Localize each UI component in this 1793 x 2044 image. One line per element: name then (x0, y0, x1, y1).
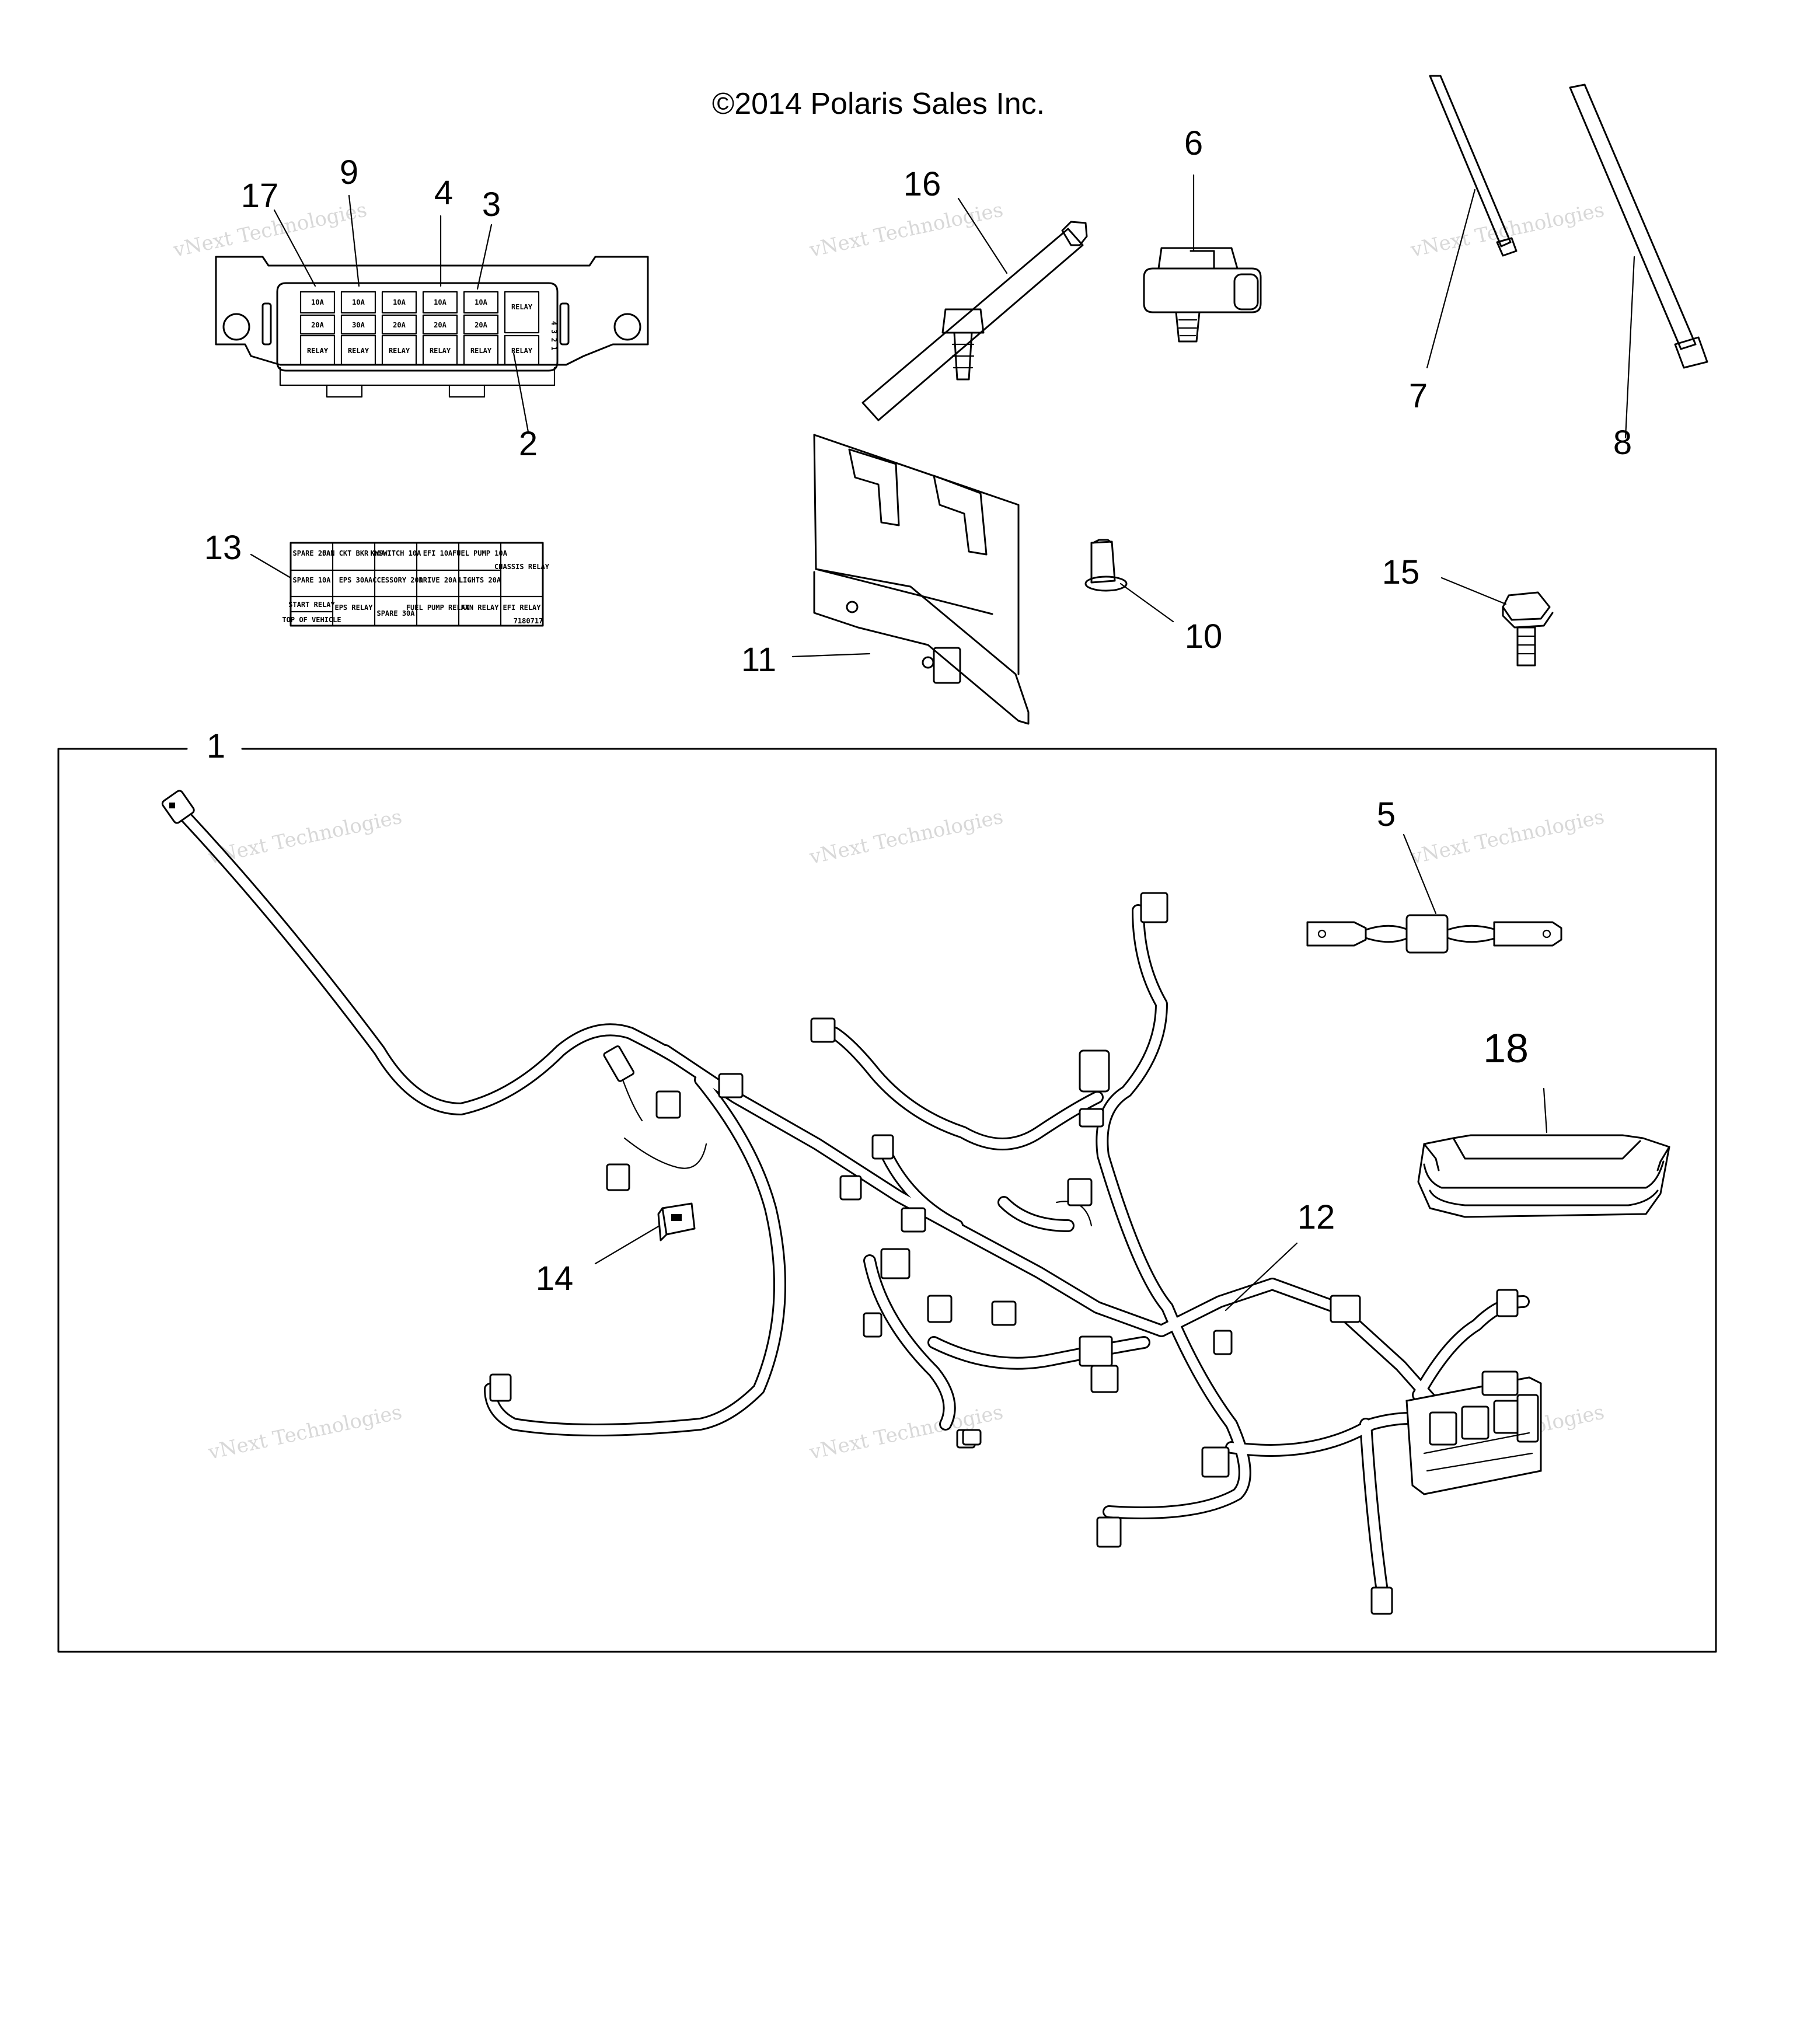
copyright-text: ©2014 Polaris Sales Inc. (712, 87, 1045, 121)
relay-label: RELAY (307, 347, 329, 355)
harness-kit-frame: 1 (57, 727, 1717, 1653)
relay-label: RELAY (348, 347, 369, 355)
bracket-part-11: 11 (741, 434, 1030, 725)
callout-16: 16 (904, 165, 941, 203)
fuse-label: 10A (352, 298, 365, 306)
decal-cell: CHASSIS RELAY (494, 563, 550, 571)
fuse-label: 10A (311, 298, 324, 306)
main-wire-harness: 12 (161, 790, 1542, 1615)
callout-10: 10 (1185, 618, 1223, 655)
decal-cell: FAN CKT BKR 20A (322, 549, 386, 557)
bolt-part-15: 15 (1382, 553, 1554, 667)
harness-connectors (161, 790, 1542, 1615)
fuse-row-2: 20A 30A 20A 20A 20A (299, 314, 499, 335)
callout-11: 11 (741, 641, 776, 679)
callout-5: 5 (1377, 796, 1396, 833)
watermark-text: vNext Technologies (807, 805, 1006, 869)
decal-footer: TOP OF VEHICLE (282, 616, 341, 624)
decal-cell: LIGHTS 20A (459, 576, 501, 584)
callout-14: 14 (536, 1260, 574, 1297)
fuse-box-assembly: 10A 10A 10A 10A 10A RELAY 20A 30A 20A 20… (215, 154, 649, 463)
callout-1: 1 (207, 727, 225, 765)
callout-6: 6 (1184, 124, 1203, 162)
fuse-label: 20A (475, 321, 487, 329)
fuse-label-decal: SPARE 20A FAN CKT BKR 20A KWSWITCH 10A E… (204, 529, 550, 627)
relay-label: RELAY (470, 347, 492, 355)
decal-cell: FUEL PUMP RELAY (406, 604, 470, 612)
fuse-label: 10A (434, 298, 446, 306)
relay-label: RELAY (389, 347, 410, 355)
decal-cell: SPARE 20A (292, 549, 331, 557)
watermark-text: vNext Technologies (807, 198, 1006, 262)
decal-cell: SPARE 10A (292, 576, 331, 584)
callout-12: 12 (1297, 1198, 1335, 1236)
cable-tie-push-mount: 16 (861, 165, 1088, 421)
fuse-label: 20A (393, 321, 406, 329)
callout-7: 7 (1409, 377, 1428, 415)
decal-cell: EFI RELAY (503, 604, 541, 612)
decal-cell: EPS RELAY (334, 604, 373, 612)
fuse-row-1: 10A 10A 10A 10A 10A RELAY (299, 291, 540, 334)
decal-cell: EPS 30A (339, 576, 369, 584)
callout-8: 8 (1613, 424, 1632, 462)
cable-tie-8: 8 (1569, 83, 1708, 462)
watermark-text: vNext Technologies (1408, 805, 1607, 869)
decal-cell: FAN RELAY (461, 604, 499, 612)
fuse-label: 20A (311, 321, 324, 329)
connector-part-14: 14 (536, 1202, 696, 1297)
callout-3: 3 (482, 186, 501, 224)
fusible-link-part-5: 5 (1306, 796, 1562, 954)
relay-label: RELAY (511, 347, 533, 355)
callout-2: 2 (519, 425, 538, 463)
fuse-label: RELAY (511, 303, 533, 311)
fuse-label: 30A (352, 321, 365, 329)
decal-cell: START RELAY (288, 601, 335, 609)
callout-13: 13 (204, 529, 242, 567)
cover-part-18: 18 (1417, 1026, 1670, 1218)
connector-part-6: 6 (1143, 124, 1262, 343)
decal-part-number: 7180717 (514, 617, 543, 625)
cable-tie-7: 7 (1409, 75, 1518, 415)
decal-cell: ACCESSORY 20A (368, 576, 424, 584)
callout-4: 4 (434, 174, 453, 212)
push-rivet-part-10: 10 (1084, 539, 1223, 655)
relay-row: RELAY RELAY RELAY RELAY RELAY RELAY (299, 334, 540, 366)
decal-cell: FUEL PUMP 10A (452, 549, 508, 557)
decal-cell: DRIVE 20A (418, 576, 457, 584)
callout-15: 15 (1382, 553, 1420, 591)
callout-17: 17 (241, 177, 279, 215)
watermark-text: vNext Technologies (206, 805, 404, 869)
decal-cell: KWSWITCH 10A (371, 549, 421, 557)
relay-label: RELAY (430, 347, 451, 355)
fuse-label: 20A (434, 321, 446, 329)
watermark-text: vNext Technologies (206, 1400, 404, 1464)
callout-18: 18 (1483, 1026, 1529, 1071)
callout-9: 9 (340, 154, 358, 191)
fuse-box-side-numbers: 4 3 2 1 (550, 321, 558, 351)
decal-cell: EFI 10A (423, 549, 453, 557)
watermark-text: vNext Technologies (1408, 198, 1607, 262)
fuse-label: 10A (475, 298, 487, 306)
decal-cell: SPARE 30A (376, 609, 415, 618)
fuse-label: 10A (393, 298, 406, 306)
